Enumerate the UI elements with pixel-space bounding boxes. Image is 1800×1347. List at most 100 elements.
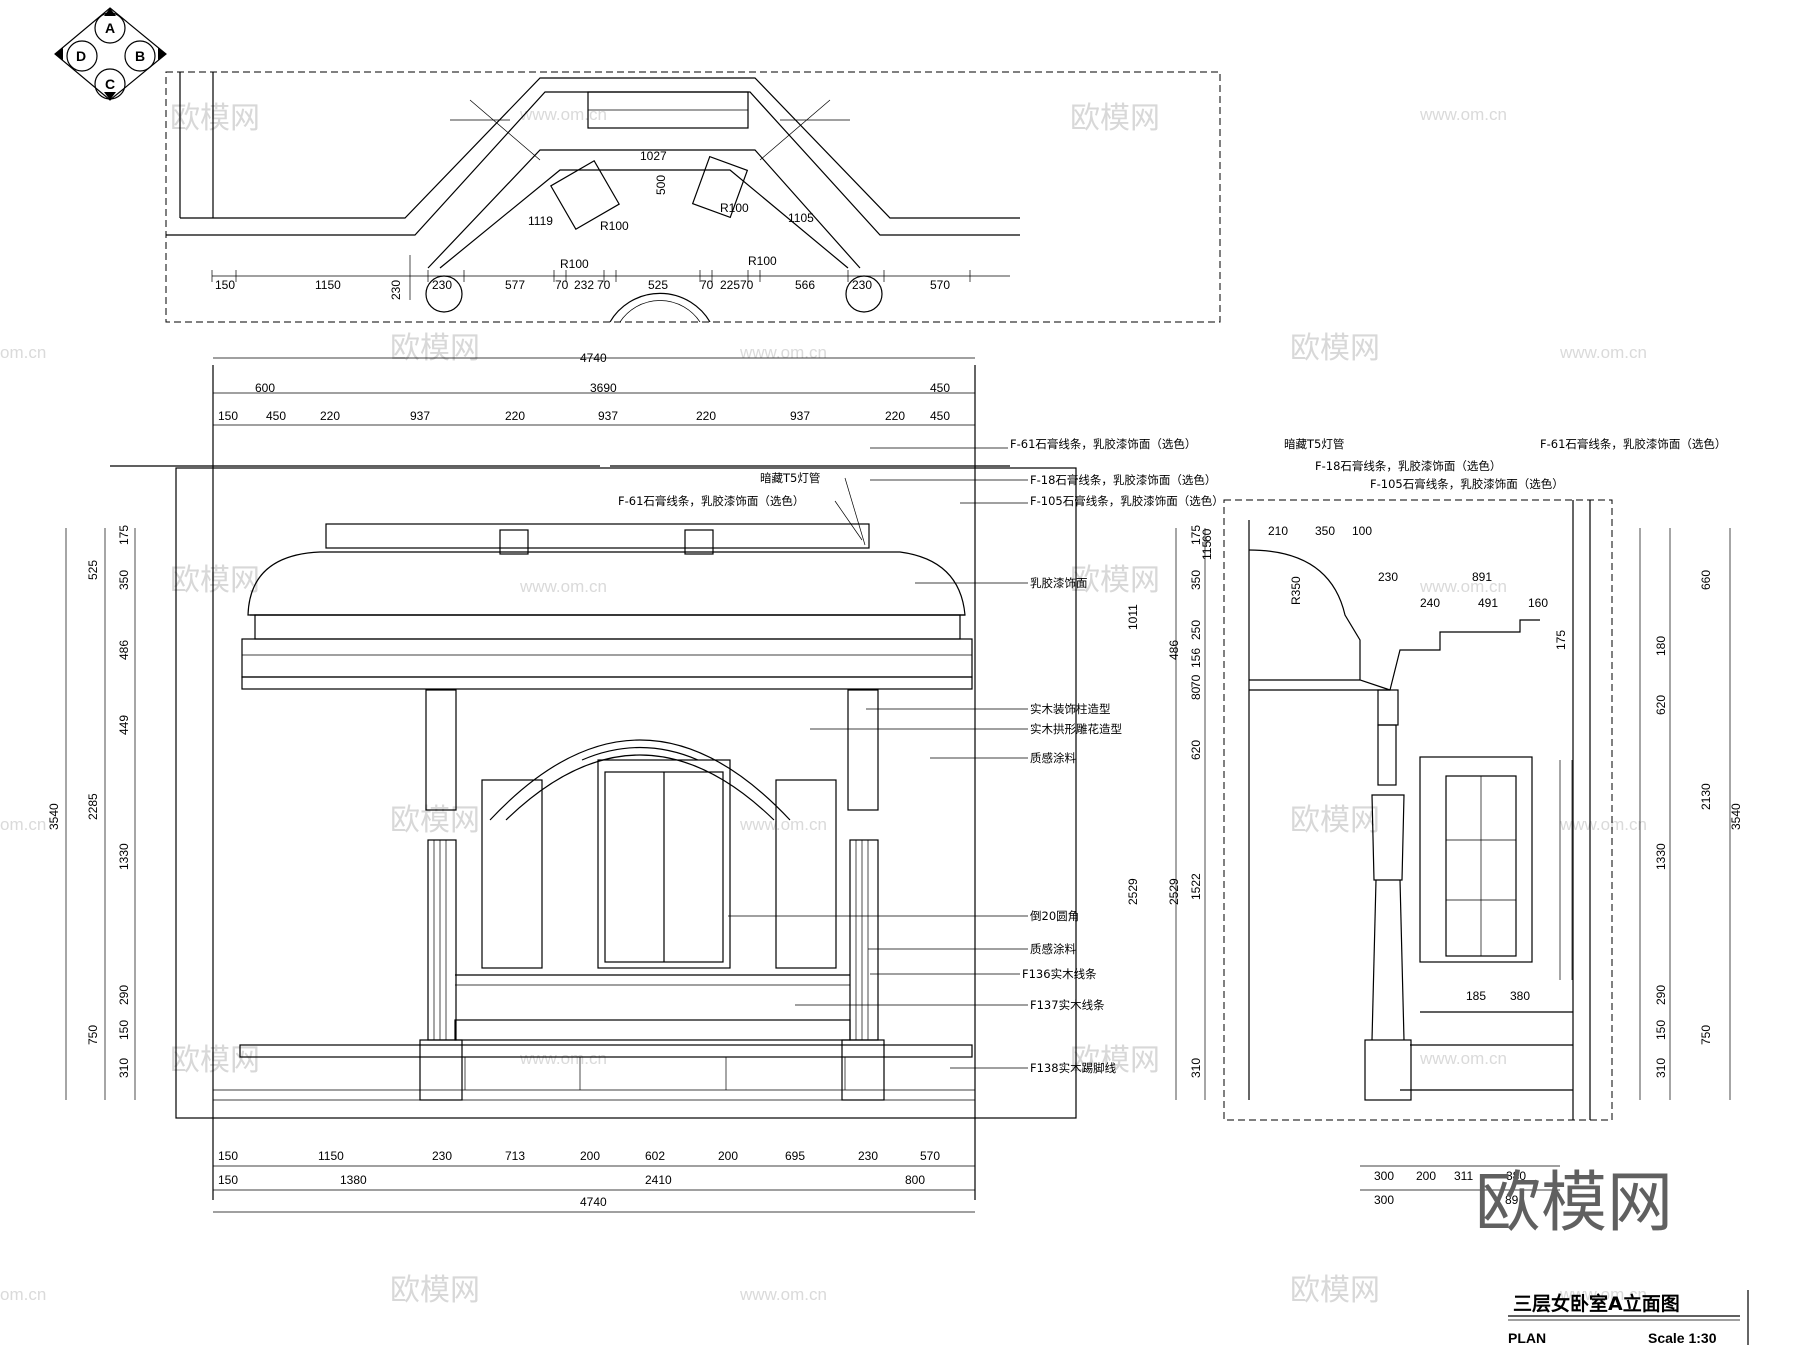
watermark-text: 欧模网	[390, 803, 480, 838]
elevation-dim-label: 937	[598, 409, 618, 423]
plan-dim-label: 70	[597, 278, 611, 292]
watermark-url: www.om.cn	[1559, 815, 1647, 834]
section-dim-label: 1330	[1654, 843, 1668, 870]
section-dim-label: 620	[1189, 740, 1203, 760]
compass-b: B	[135, 48, 145, 64]
plan-dim-label: 525	[648, 278, 668, 292]
elevation-dim-label: 175	[117, 525, 131, 545]
section-dim-label: 891	[1505, 1193, 1525, 1207]
plan-dim-label: R100	[600, 219, 629, 233]
watermark-layer: 欧模网欧模网欧模网欧模网欧模网欧模网欧模网欧模网欧模网欧模网欧模网欧模网www.…	[0, 101, 1647, 1308]
watermark-url: www.om.cn	[739, 1285, 827, 1304]
section-drawing	[1223, 499, 1613, 1121]
watermark-text: 欧模网	[1070, 101, 1160, 136]
watermark-url: om.cn	[0, 1285, 46, 1304]
section-dim-label: 300	[1374, 1169, 1394, 1183]
section-dim-label: 100	[1352, 524, 1372, 538]
elevation-callout-label: F-18石膏线条，乳胶漆饰面（选色）	[1030, 473, 1216, 487]
watermark-url: www.om.cn	[1419, 1049, 1507, 1068]
section-dim-label: 230	[1378, 570, 1398, 584]
section-dim-label: 175	[1189, 525, 1203, 545]
section-dim-label: 1522	[1189, 873, 1203, 900]
elevation-drawing	[110, 365, 1077, 1200]
watermark-text: 欧模网	[1290, 803, 1380, 838]
section-dim-label: 210	[1268, 524, 1288, 538]
elevation-callout-label: 实木拱形雕花造型	[1030, 722, 1122, 736]
section-dim-label: 3540	[1729, 803, 1743, 830]
elevation-dim-label: 350	[117, 570, 131, 590]
elevation-callout-label: 暗藏T5灯管	[760, 471, 820, 485]
watermark-text: 欧模网	[390, 1273, 480, 1308]
watermark-text: 欧模网	[170, 563, 260, 598]
elevation-dim-label: 230	[432, 1149, 452, 1163]
elevation-callout-label: F136实木线条	[1022, 967, 1097, 981]
watermark-url: om.cn	[0, 343, 46, 362]
elevation-callout-label: 乳胶漆饰面	[1030, 576, 1088, 590]
plan-dim-label: 577	[505, 278, 525, 292]
elevation-dim-label: 450	[930, 409, 950, 423]
section-dim-label: 486	[1167, 640, 1181, 660]
watermark-text: 欧模网	[1070, 1043, 1160, 1078]
elevation-dim-label: 220	[696, 409, 716, 423]
plan-dim-label: 1150	[315, 278, 341, 292]
elevation-dim-label: 800	[905, 1173, 925, 1187]
watermark-url: www.om.cn	[1559, 1285, 1647, 1304]
watermark-url: www.om.cn	[1419, 105, 1507, 124]
brand-watermark: 欧模网	[1475, 1164, 1673, 1241]
section-dim-label: 290	[1654, 985, 1668, 1005]
plan-dim-label: 150	[215, 278, 235, 292]
scale-label: Scale 1:30	[1648, 1330, 1717, 1346]
elevation-dim-label: 230	[858, 1149, 878, 1163]
elevation-dim-label: 2285	[86, 793, 100, 820]
watermark-url: www.om.cn	[1419, 577, 1507, 596]
watermark-url: www.om.cn	[519, 577, 607, 596]
plan-dim-label: 230	[389, 280, 403, 300]
section-dim-label: 350	[1315, 524, 1335, 538]
elevation-dim-label: 220	[885, 409, 905, 423]
section-dim-label: 180	[1654, 636, 1668, 656]
section-dim-label: 156	[1189, 648, 1203, 668]
section-dim-label: 311	[1454, 1169, 1473, 1183]
watermark-text: 欧模网	[170, 101, 260, 136]
elevation-dim-label: 600	[255, 381, 275, 395]
section-dim-label: R350	[1289, 576, 1303, 605]
section-dim-label: 160	[1528, 596, 1548, 610]
drawing-title: 三层女卧室A立面图	[1513, 1292, 1680, 1315]
elevation-dim-label: 602	[645, 1149, 665, 1163]
section-dim-label: 115	[1200, 541, 1214, 560]
elevation-dim-label: 570	[920, 1149, 940, 1163]
elevation-dim-label: 220	[320, 409, 340, 423]
plan-label: PLAN	[1508, 1330, 1546, 1346]
elevation-dim-label: 1330	[117, 843, 131, 870]
section-dim-label: 891	[1472, 570, 1492, 584]
section-dim-label: 240	[1420, 596, 1440, 610]
elevation-dim-label: 3540	[47, 803, 61, 830]
elevation-dim-label: 150	[218, 1173, 238, 1187]
watermark-url: om.cn	[0, 815, 46, 834]
plan-dim-label: R100	[748, 254, 777, 268]
section-dim-label: 175	[1554, 630, 1568, 650]
elevation-dim-label: 2410	[645, 1173, 672, 1187]
section-dim-label: 2529	[1126, 878, 1140, 905]
watermark-url: www.om.cn	[739, 815, 827, 834]
elevation-dim-label: 1380	[340, 1173, 367, 1187]
elevation-dim-label: 150	[117, 1020, 131, 1040]
elevation-dim-label: 750	[86, 1025, 100, 1045]
elevation-dim-label: 525	[86, 560, 100, 580]
elevation-dim-label: 4740	[580, 1195, 607, 1209]
elevation-dim-label: 486	[117, 640, 131, 660]
plan-dim-label: 232	[574, 278, 594, 292]
plan-dim-label: 70	[555, 278, 569, 292]
plan-dim-label: 230	[852, 278, 872, 292]
plan-dim-label: 225	[720, 278, 740, 292]
watermark-text: 欧模网	[1290, 1273, 1380, 1308]
section-dim-label: 750	[1699, 1025, 1713, 1045]
plan-dim-label: 1119	[528, 214, 553, 228]
section-dim-label: 2130	[1699, 783, 1713, 810]
elevation-dim-label: 937	[410, 409, 430, 423]
elevation-callout-label: 实木装饰柱造型	[1030, 702, 1111, 716]
callout-leader	[834, 500, 863, 541]
plan-drawing	[165, 71, 1221, 323]
section-dim-label: 350	[1189, 570, 1203, 590]
elevation-dim-label: 449	[117, 715, 131, 735]
